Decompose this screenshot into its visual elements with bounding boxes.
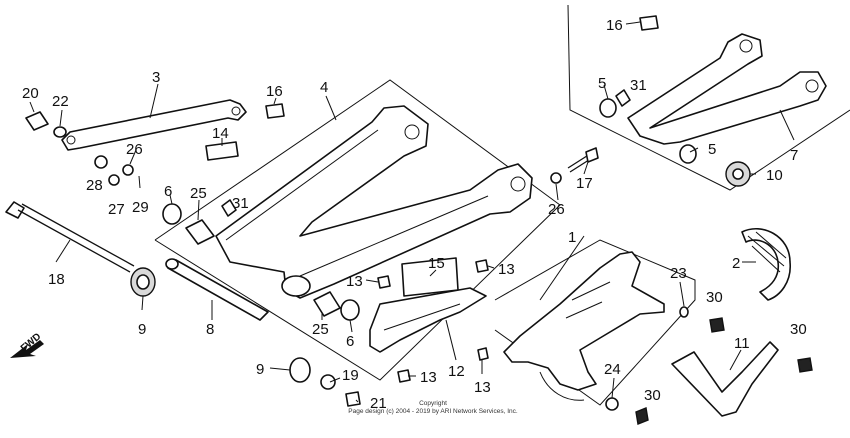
callout-4: 4 xyxy=(320,79,328,96)
callout-22: 22 xyxy=(52,93,69,110)
pivot-collar-8-part xyxy=(165,258,269,321)
nut-21-part xyxy=(345,391,361,407)
callout-26a: 26 xyxy=(126,141,143,158)
copyright-line-2: Page design (c) 2004 - 2019 by ARI Netwo… xyxy=(348,408,518,415)
callout-12: 12 xyxy=(448,363,465,380)
callout-17: 17 xyxy=(576,175,593,192)
callout-31a: 31 xyxy=(232,195,249,212)
chain-guard-group-outline xyxy=(494,239,696,406)
copyright-line-1: Copyright xyxy=(419,400,447,407)
chain-guard-1-part xyxy=(503,251,665,401)
callout-3: 3 xyxy=(152,69,160,86)
callout-6a: 6 xyxy=(164,183,172,200)
callout-7: 7 xyxy=(790,147,798,164)
bolt-20-part xyxy=(25,111,49,131)
callout-27: 27 xyxy=(108,201,125,218)
nut-26-part xyxy=(122,164,134,176)
callout-13b: 13 xyxy=(498,261,515,278)
callout-6b: 6 xyxy=(346,333,354,350)
callout-16a: 16 xyxy=(266,83,283,100)
copyright-notice: Copyright Page design (c) 2004 - 2019 by… xyxy=(338,400,528,416)
callout-24: 24 xyxy=(604,361,621,378)
callout-28: 28 xyxy=(86,177,103,194)
callout-19: 19 xyxy=(342,367,359,384)
callout-23: 23 xyxy=(670,265,687,282)
bolt-13b-part xyxy=(475,259,489,273)
bearing-25b-part xyxy=(313,291,341,317)
dust-seal-9-part xyxy=(130,267,156,297)
callout-8: 8 xyxy=(206,321,214,338)
washer-28-part xyxy=(94,155,108,169)
callout-30a: 30 xyxy=(706,289,723,306)
swingarm-7-part xyxy=(627,33,827,145)
bolt-30b-part xyxy=(797,357,813,373)
bracket-11-part xyxy=(671,341,779,417)
bolt-30c-part xyxy=(635,407,649,425)
dust-seal-10-part xyxy=(725,161,751,187)
bolt-13d-part xyxy=(397,369,411,383)
callout-25b: 25 xyxy=(312,321,329,338)
callout-9b: 9 xyxy=(256,361,264,378)
swingarm-4-part xyxy=(215,105,533,299)
alt-swingarm-group-outline xyxy=(567,4,850,191)
fwd-arrow-icon xyxy=(10,340,44,358)
callout-13a: 13 xyxy=(346,273,363,290)
bushing-5b-part xyxy=(679,144,697,164)
bearing-25-part xyxy=(185,219,215,245)
washer-27-part xyxy=(108,174,120,186)
callout-29: 29 xyxy=(132,199,149,216)
callout-25a: 25 xyxy=(190,185,207,202)
swingarm-group-outline xyxy=(154,79,561,381)
callout-5a: 5 xyxy=(598,75,606,92)
pivot-bolt-18-part xyxy=(5,201,135,273)
pin-29-part xyxy=(138,175,141,189)
bolt-13a-part xyxy=(377,275,391,289)
callout-21: 21 xyxy=(370,395,387,412)
bracket-12-part xyxy=(369,287,487,353)
washer-24-part xyxy=(605,397,619,411)
bolt-30a-part xyxy=(709,317,725,333)
callout-30c: 30 xyxy=(644,387,661,404)
callout-16b: 16 xyxy=(606,17,623,34)
bolt-13c-part xyxy=(477,347,489,361)
drive-chain-2-part xyxy=(741,227,791,301)
bolt-23-part xyxy=(679,306,689,318)
bushing-6b-part xyxy=(340,299,360,321)
callout-11: 11 xyxy=(734,335,750,352)
washer-19-part xyxy=(320,374,336,390)
grease-fitting-31-part xyxy=(221,199,237,217)
callout-20: 20 xyxy=(22,85,39,102)
callout-13d: 13 xyxy=(420,369,437,386)
leader-lines xyxy=(29,21,795,403)
nut-26b-part xyxy=(550,172,562,184)
bushing-5a-part xyxy=(599,98,617,118)
bushing-6-part xyxy=(162,203,182,225)
callout-5b: 5 xyxy=(708,141,716,158)
decal-14-part xyxy=(205,141,239,161)
callout-1: 1 xyxy=(568,229,576,246)
washer-22-part xyxy=(53,126,67,138)
callout-14: 14 xyxy=(212,125,229,142)
decal-16b-part xyxy=(639,15,659,31)
callout-30b: 30 xyxy=(790,321,807,338)
callout-18: 18 xyxy=(48,271,65,288)
callout-9a: 9 xyxy=(138,321,146,338)
callout-13c: 13 xyxy=(474,379,491,396)
dust-seal-9b-part xyxy=(289,357,311,383)
bolt-17-part xyxy=(567,147,599,173)
callout-2: 2 xyxy=(732,255,740,272)
callout-31b: 31 xyxy=(630,77,647,94)
callout-26b: 26 xyxy=(548,201,565,218)
decal-16-part xyxy=(265,103,285,119)
callout-10: 10 xyxy=(766,167,783,184)
grease-fitting-31b-part xyxy=(615,89,631,107)
callout-15: 15 xyxy=(428,255,445,272)
